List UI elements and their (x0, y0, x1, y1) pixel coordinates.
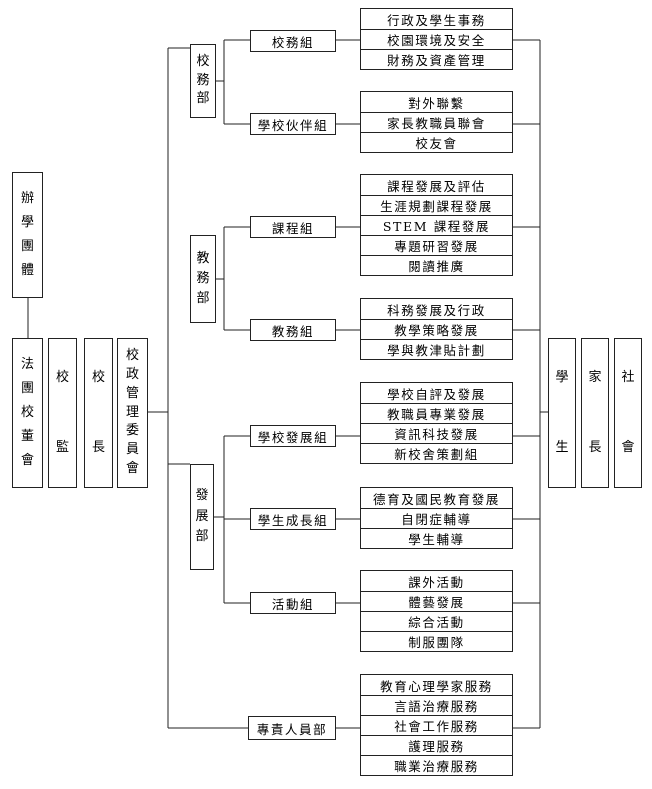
principal-box: 校長 (84, 338, 113, 488)
list-item: 科務發展及行政 (387, 302, 486, 318)
list-item: 課外活動 (408, 574, 465, 590)
group-student-growth: 學生成長組 (250, 508, 336, 530)
stakeholder-society-label: 社會 (621, 369, 635, 455)
list-item: 自閉症輔導 (361, 508, 512, 528)
group-partnership: 學校伙伴組 (250, 113, 336, 135)
sponsor-label: 辦學團體 (21, 190, 35, 279)
group-partnership-label: 學校伙伴組 (257, 117, 329, 133)
board-label: 法團校董會 (21, 356, 35, 469)
list-item: 課程發展及評估 (387, 178, 486, 194)
items-teaching: 科務發展及行政 教學策略發展 學與教津貼計劃 (360, 298, 513, 360)
list-item: 行政及學生事務 (387, 12, 486, 28)
group-admin-label: 校務組 (271, 34, 315, 50)
list-item: 體藝發展 (361, 591, 512, 611)
list-item: 生涯規劃課程發展 (361, 195, 512, 215)
group-school-dev: 學校發展組 (250, 425, 336, 447)
items-professional: 教育心理學家服務 言語治療服務 社會工作服務 護理服務 職業治療服務 (360, 674, 513, 776)
dept-academic: 教務部 (190, 235, 216, 323)
supervisor-box: 校監 (48, 338, 77, 488)
items-student-growth: 德育及國民教育發展 自閉症輔導 學生輔導 (360, 487, 513, 549)
items-admin: 行政及學生事務 校園環境及安全 財務及資產管理 (360, 8, 513, 70)
group-activities: 活動組 (250, 592, 336, 614)
list-item: 言語治療服務 (361, 695, 512, 715)
dept-development-label: 發展部 (195, 487, 209, 545)
group-teaching-label: 教務組 (271, 323, 315, 339)
group-school-dev-label: 學校發展組 (257, 429, 329, 445)
list-item: 制服團隊 (361, 631, 512, 651)
board-box: 法團校董會 (12, 338, 43, 488)
list-item: 學生輔導 (361, 528, 512, 548)
list-item: STEM 課程發展 (361, 215, 512, 235)
list-item: 德育及國民教育發展 (373, 491, 500, 507)
list-item: 閱讀推廣 (361, 255, 512, 275)
dept-development: 發展部 (190, 464, 214, 570)
list-item: 教職員專業發展 (361, 403, 512, 423)
principal-label: 校長 (92, 369, 106, 455)
list-item: 資訊科技發展 (361, 423, 512, 443)
list-item: 校園環境及安全 (361, 29, 512, 49)
items-activities: 課外活動 體藝發展 綜合活動 制服團隊 (360, 570, 513, 652)
group-student-growth-label: 學生成長組 (257, 512, 329, 528)
items-partnership: 對外聯繫 家長教職員聯會 校友會 (360, 91, 513, 153)
stakeholder-parents: 家長 (581, 338, 609, 488)
list-item: 社會工作服務 (361, 715, 512, 735)
sponsor-box: 辦學團體 (12, 172, 43, 298)
dept-school-affairs-label: 校務部 (196, 53, 210, 107)
list-item: 教學策略發展 (361, 319, 512, 339)
group-activities-label: 活動組 (271, 596, 315, 612)
list-item: 職業治療服務 (361, 755, 512, 775)
group-admin: 校務組 (250, 30, 336, 52)
dept-professional-label: 專責人員部 (256, 721, 328, 737)
stakeholder-parents-label: 家長 (588, 369, 602, 455)
list-item: 綜合活動 (361, 611, 512, 631)
list-item: 新校舍策劃組 (361, 443, 512, 463)
supervisor-label: 校監 (56, 369, 70, 455)
list-item: 對外聯繫 (408, 95, 465, 111)
stakeholder-students-label: 學生 (555, 369, 569, 455)
dept-professional: 專責人員部 (248, 716, 336, 740)
items-school-dev: 學校自評及發展 教職員專業發展 資訊科技發展 新校舍策劃組 (360, 382, 513, 464)
dept-academic-label: 教務部 (196, 250, 210, 307)
group-teaching: 教務組 (250, 319, 336, 341)
list-item: 家長教職員聯會 (361, 112, 512, 132)
committee-label: 校政管理委員會 (126, 348, 140, 477)
list-item: 財務及資產管理 (361, 49, 512, 69)
stakeholder-society: 社會 (614, 338, 642, 488)
items-curriculum: 課程發展及評估 生涯規劃課程發展 STEM 課程發展 專題研習發展 閱讀推廣 (360, 174, 513, 276)
list-item: 教育心理學家服務 (380, 678, 493, 694)
group-curriculum-label: 課程組 (271, 220, 315, 236)
list-item: 專題研習發展 (361, 235, 512, 255)
list-item: 學校自評及發展 (387, 386, 486, 402)
committee-box: 校政管理委員會 (117, 338, 148, 488)
list-item: 校友會 (361, 132, 512, 152)
stakeholder-students: 學生 (548, 338, 576, 488)
list-item: 護理服務 (361, 735, 512, 755)
list-item: 學與教津貼計劃 (361, 339, 512, 359)
group-curriculum: 課程組 (250, 216, 336, 238)
dept-school-affairs: 校務部 (190, 44, 216, 118)
